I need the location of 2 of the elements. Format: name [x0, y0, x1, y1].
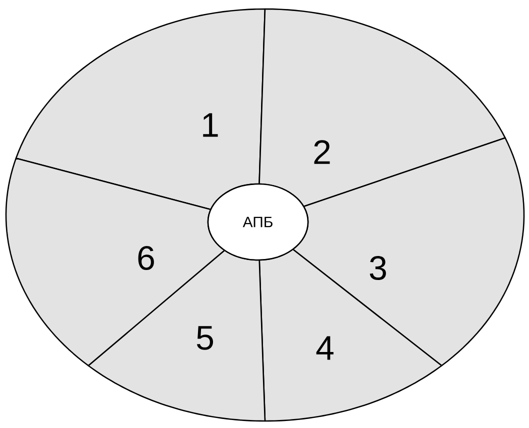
sector: 1: [15, 8, 266, 210]
sector: 2: [258, 8, 506, 208]
